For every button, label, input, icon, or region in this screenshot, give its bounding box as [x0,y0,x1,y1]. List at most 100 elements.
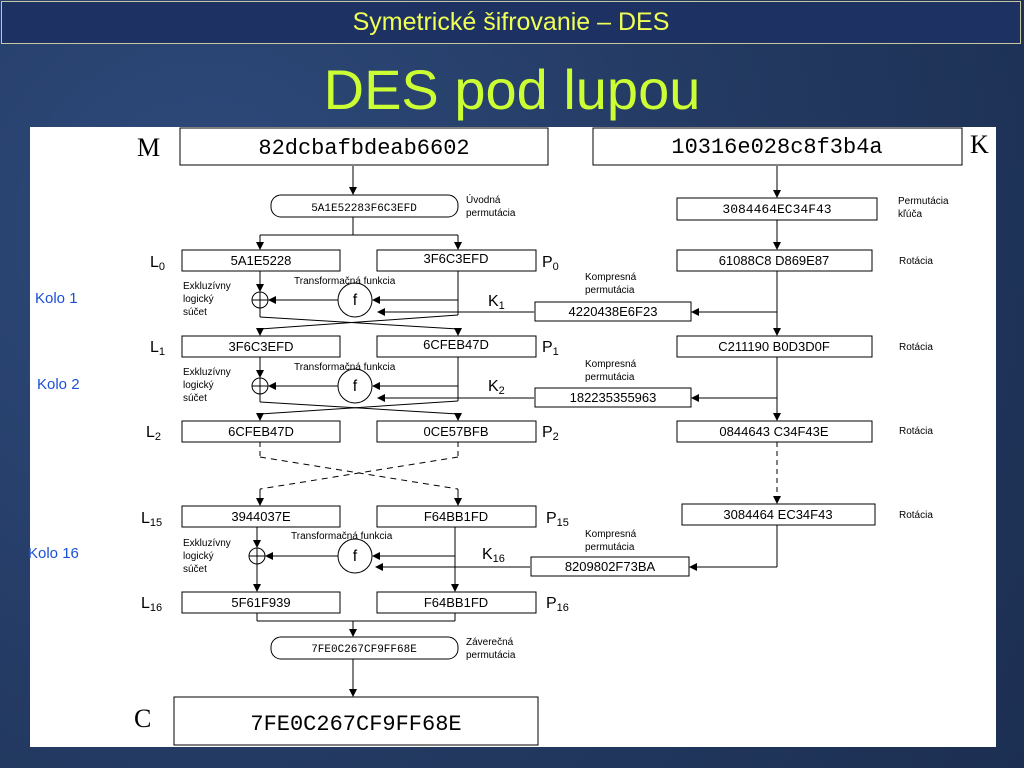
m-label: M [137,133,160,162]
l1-label: L1 [150,339,165,358]
f-note-2: Transformačná funkcia [294,362,396,373]
l16-value: 5F61F939 [231,595,290,610]
l1-value: 3F6C3EFD [228,339,293,354]
p15-box [376,505,537,528]
k16-label: K16 [482,546,505,565]
key-box [592,127,963,166]
xor-note2-line1: Exkluzívny [183,367,231,378]
l2-label: L2 [146,424,161,443]
p0-label: P0 [542,254,559,273]
f-note-1: Transformačná funkcia [294,276,396,287]
p16-label: P16 [546,595,569,614]
xor-note1-line1: Exkluzívny [183,281,231,292]
k16-value: 8209802F73BA [565,559,656,574]
k-label: K [970,130,989,159]
p2-value: 0CE57BFB [423,424,488,439]
k2-value: 182235355963 [570,390,657,405]
ip-note-line1: Úvodná [466,193,501,206]
l0-value: 5A1E5228 [231,253,292,268]
f-symbol-16: f [353,548,358,565]
p16-box [376,591,537,614]
pc1-value: 3084464EC34F43 [722,202,831,217]
ip-value: 5A1E52283F6C3EFD [311,203,417,215]
p1-box [376,335,537,358]
k1-value: 4220438E6F23 [569,304,658,319]
pc2-note2-line2: permutácia [585,372,635,383]
p15-value: F64BB1FD [424,509,488,524]
fp-note-line1: Záverečná [466,637,514,648]
rotation1-note: Rotácia [899,256,933,267]
l15-value: 3944037E [231,509,291,524]
round1-label: Kolo 1 [35,290,78,307]
message-box [179,127,549,166]
round16-label: Kolo 16 [28,545,79,562]
round2-label: Kolo 2 [37,376,80,393]
xor-note16-line1: Exkluzívny [183,538,231,549]
rotation1-box [676,249,873,272]
l16-box [181,591,341,614]
p2-box [376,420,537,443]
rotation2-value: C211190 B0D3D0F [718,339,830,354]
pc1-note-line1: Permutácia [898,196,949,207]
initial-permutation-box [270,194,459,218]
message-value: 82dcbafbdeab6602 [258,136,469,161]
pc1-note-line2: kľúča [898,209,922,220]
rotation2-box [676,335,873,358]
rotation1-value: 61088C8 D869E87 [719,253,830,268]
p1-value: 6CFEB47D [423,337,489,352]
f-symbol-2: f [353,378,358,395]
pc2-note1-line1: Kompresná [585,272,637,283]
pc2-note16-line1: Kompresná [585,529,637,540]
p0-box [376,249,537,272]
p15-label: P15 [546,510,569,529]
l0-box [181,249,341,272]
c-label: C [134,704,151,733]
cipher-box [173,696,539,746]
p2-label: P2 [542,424,559,443]
xor-note1-line3: súčet [183,307,207,318]
key-value: 10316e028c8f3b4a [671,135,882,160]
xor-note2-line2: logický [183,380,214,391]
xor-note1-line2: logický [183,294,214,305]
l1-box [181,335,341,358]
rotation16-box [681,503,876,526]
l0-label: L0 [150,254,165,273]
final-permutation-box [270,636,459,660]
p1-label: P1 [542,339,559,358]
p16-value: F64BB1FD [424,595,488,610]
l2-box [181,420,341,443]
des-diagram-panel: M K C 82dcbafbdeab6602 10316e028c8f3b4a … [30,127,996,747]
fp-note-line2: permutácia [466,650,516,661]
slide-title: DES pod lupou [323,58,701,121]
xor-symbol-1 [251,291,269,309]
rotation3-value: 0844643 C34F43E [719,424,828,439]
xor-note16-line2: logický [183,551,214,562]
l15-box [181,505,341,528]
ip-note-line2: permutácia [466,208,516,219]
l16-label: L16 [141,595,162,614]
fp-value: 7FE0C267CF9FF68E [311,644,417,656]
rotation3-box [676,420,873,443]
pc2-note1-line2: permutácia [585,285,635,296]
slide-header-text: Symetrické šifrovanie – DES [352,8,670,36]
pc2-note2-line1: Kompresná [585,359,637,370]
p0-value: 3F6C3EFD [423,251,488,266]
k1-label: K1 [488,293,505,312]
rotation2-note: Rotácia [899,342,933,353]
rotation16-value: 3084464 EC34F43 [723,507,832,522]
l15-label: L15 [141,510,162,529]
rotation3-note: Rotácia [899,426,933,437]
pc2-note16-line2: permutácia [585,542,635,553]
xor-symbol-2 [251,377,269,395]
cipher-value: 7FE0C267CF9FF68E [250,712,461,737]
xor-note2-line3: súčet [183,393,207,404]
xor-note16-line3: súčet [183,564,207,575]
slide-header: Symetrické šifrovanie – DES [1,1,1021,44]
l2-value: 6CFEB47D [228,424,294,439]
f-note-16: Transformačná funkcia [291,531,393,542]
k2-label: K2 [488,378,505,397]
rotation16-note: Rotácia [899,510,933,521]
des-diagram: M K C 82dcbafbdeab6602 10316e028c8f3b4a … [134,127,989,746]
xor-symbol-16 [248,547,266,565]
f-symbol-1: f [353,292,358,309]
